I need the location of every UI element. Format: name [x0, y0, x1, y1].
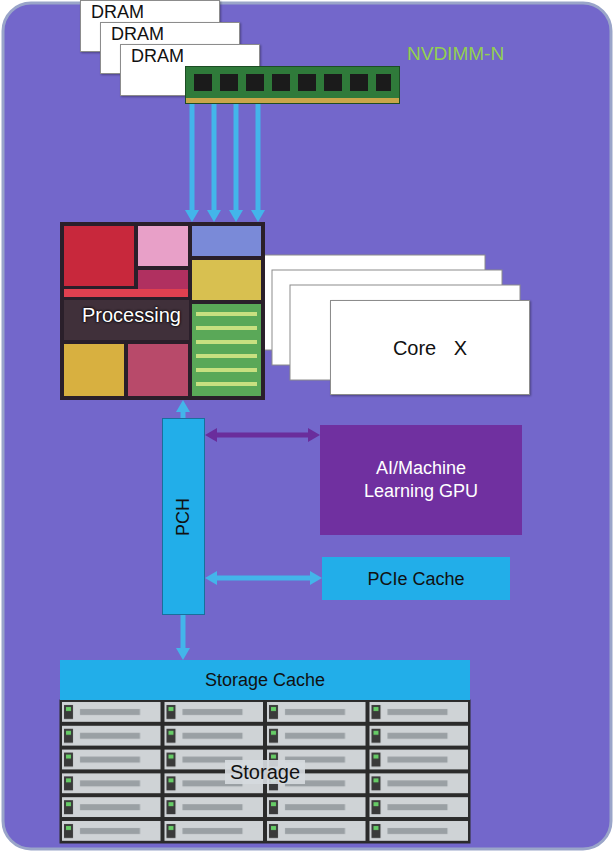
die-block: [64, 344, 124, 396]
cache-label: Storage Cache: [205, 669, 325, 691]
die-block: [192, 226, 261, 256]
die-block: [64, 289, 188, 297]
storage-label: Storage: [225, 760, 305, 784]
connector-arrow: [217, 576, 310, 581]
die-label: Processing: [82, 304, 181, 327]
connector-arrow: [217, 433, 308, 438]
storage-array: Storage: [60, 700, 470, 843]
cache-label: PCIe Cache: [367, 568, 464, 590]
die-block: [138, 226, 188, 266]
gpu-label: AI/Machine Learning GPU: [342, 457, 500, 503]
memory-label: DRAM: [91, 1, 219, 23]
drive-array-picture: [60, 700, 470, 843]
die-stripe: [196, 326, 257, 330]
gpu-box: AI/Machine Learning GPU: [320, 425, 522, 535]
system-panel: [3, 3, 611, 849]
module-label: NVDIMM-N: [407, 43, 504, 65]
die-stripe: [196, 312, 257, 316]
memory-label: DRAM: [111, 23, 239, 45]
die-block: [192, 304, 261, 396]
die-base: [60, 222, 265, 400]
core-label: Core X: [393, 336, 467, 360]
memory-label: DRAM: [131, 45, 259, 67]
die-picture: [60, 222, 265, 400]
die-stripe: [196, 382, 257, 386]
connector-arrow: [256, 104, 261, 210]
cache-band: Storage Cache: [60, 660, 470, 700]
core-card: Core X: [330, 300, 530, 395]
pch-label: PCH: [172, 497, 194, 535]
die-block: [64, 300, 189, 340]
die-block: [64, 226, 134, 286]
die-block: [192, 260, 261, 300]
pch-box: PCH: [162, 418, 205, 615]
die-block: [128, 344, 188, 396]
die-stripe: [196, 368, 257, 372]
cache-box: PCIe Cache: [322, 557, 510, 600]
die-stripe: [196, 354, 257, 358]
processor-die: Processing: [60, 222, 265, 400]
nvdimm-module: NVDIMM-N: [185, 66, 400, 104]
connector-arrow: [181, 615, 186, 648]
die-stripe: [196, 340, 257, 344]
connector-arrow: [234, 96, 239, 210]
